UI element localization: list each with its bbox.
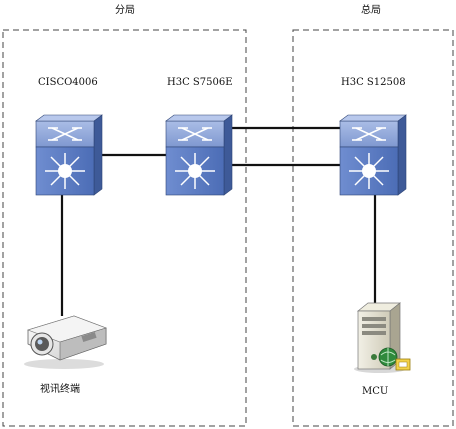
branch-region-label: 分局 bbox=[115, 5, 135, 16]
branch-region-box bbox=[2, 29, 247, 427]
projector-icon bbox=[24, 315, 107, 369]
cisco4006-label: CISCO4006 bbox=[38, 77, 98, 88]
h3c-s7506e-label: H3C S7506E bbox=[167, 77, 233, 88]
mcu-label: MCU bbox=[362, 386, 389, 397]
hq-region-box bbox=[292, 29, 454, 427]
cisco4006-switch bbox=[35, 114, 103, 196]
video-terminal-label: 视讯终端 bbox=[40, 384, 80, 395]
hq-region-label: 总局 bbox=[361, 5, 381, 16]
h3c-s12508-switch bbox=[339, 114, 407, 196]
server-icon bbox=[354, 302, 411, 373]
h3c-s12508-label: H3C S12508 bbox=[341, 77, 406, 88]
h3c-s7506e-switch bbox=[165, 114, 233, 196]
